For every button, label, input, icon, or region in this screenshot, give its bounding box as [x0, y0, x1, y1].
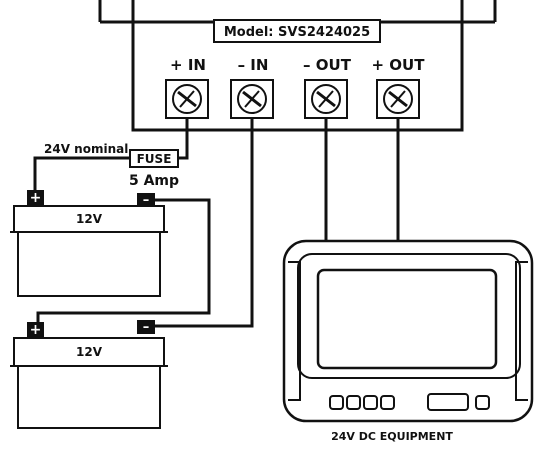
- screw-terminal-minus-out: [304, 79, 348, 119]
- equipment-button: [363, 395, 378, 410]
- equipment-button: [380, 395, 395, 410]
- equipment-button: [475, 395, 490, 410]
- fuse-label: FUSE: [137, 152, 172, 166]
- battery-positive-sign: +: [30, 322, 42, 338]
- equipment-screen: [316, 268, 498, 370]
- equipment-button: [346, 395, 361, 410]
- model-label-box: [213, 19, 381, 43]
- battery-negative-terminal: [137, 193, 155, 207]
- wire-minus-in: [155, 118, 254, 328]
- battery-positive-terminal: [27, 322, 44, 337]
- fuse: 24V nominal FUSE 5 Amp: [44, 142, 179, 189]
- battery-negative-terminal: [137, 320, 155, 334]
- terminal-label-minus-in: – IN: [238, 56, 269, 74]
- battery-negative-sign: –: [143, 320, 150, 335]
- converter-unit: Model: SVS2424025 + IN – IN – OUT + OUT: [98, 0, 497, 132]
- battery-voltage-label: 12V: [76, 212, 103, 226]
- battery-lid: [13, 205, 165, 233]
- battery-positive-terminal: [27, 190, 44, 205]
- screw-terminal-minus-in: [230, 79, 274, 119]
- battery-top: + – 12V: [10, 190, 168, 297]
- terminal-label-plus-in: + IN: [170, 56, 206, 74]
- dc-equipment: 24V DC EQUIPMENT: [282, 239, 534, 443]
- terminal-label-plus-out: + OUT: [372, 56, 426, 74]
- equipment-wide-button: [427, 393, 469, 411]
- battery-positive-sign: +: [30, 190, 42, 206]
- wire-series-link: [36, 198, 211, 322]
- model-label: Model: SVS2424025: [224, 25, 370, 40]
- battery-bottom: + – 12V: [10, 320, 168, 429]
- equipment-button: [329, 395, 344, 410]
- screw-terminal-plus-in: [165, 79, 209, 119]
- wire-plus-in: [178, 118, 189, 160]
- wire-fuse-to-battery: [33, 156, 130, 190]
- wires: [33, 118, 400, 328]
- fuse-box: [129, 149, 179, 168]
- screw-terminal-plus-out: [376, 79, 420, 119]
- battery-body: [17, 231, 161, 297]
- battery-negative-sign: –: [143, 193, 150, 208]
- battery-voltage-label: 12V: [76, 345, 103, 359]
- terminal-label-minus-out: – OUT: [303, 56, 352, 74]
- nominal-voltage-label: 24V nominal: [44, 142, 128, 156]
- equipment-left-grip: [288, 261, 301, 401]
- battery-body: [17, 365, 161, 429]
- equipment-right-grip: [515, 261, 528, 401]
- fuse-rating: 5 Amp: [129, 173, 179, 189]
- equipment-caption: 24V DC EQUIPMENT: [331, 430, 453, 443]
